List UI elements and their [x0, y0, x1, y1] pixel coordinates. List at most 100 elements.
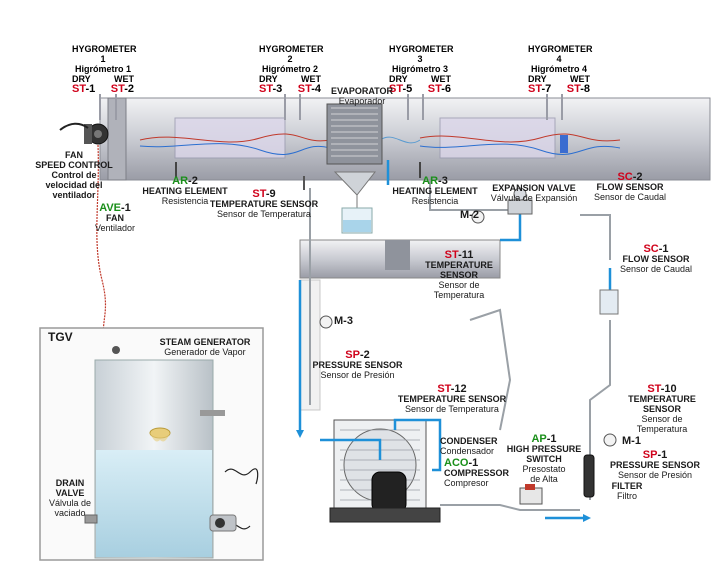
steam-line-1: STEAM GENERATOR: [159, 337, 251, 347]
hygrometer-title: HYGROMETER 2: [259, 44, 324, 64]
compressor-line-2: Compresor: [444, 478, 489, 488]
hygrometer-subtitle: Higrómetro 1: [74, 64, 131, 74]
st10-line-3: Sensor de: [641, 414, 683, 424]
tag-number: -11: [458, 249, 474, 261]
ap1-line-3: Presostato: [522, 464, 566, 474]
sc-2-label: SC-2 FLOW SENSOR Sensor de Caudal: [585, 172, 675, 203]
tag-number: -10: [660, 383, 677, 395]
tag-prefix: AP: [531, 433, 547, 445]
wet-label: WET: [431, 74, 451, 84]
st-12-label: ST-12 TEMPERATURE SENSOR Sensor de Tempe…: [392, 383, 512, 415]
tag-number: -1: [657, 449, 668, 461]
st11-line-3: Sensor de: [438, 280, 480, 290]
drain-line-1: DRAIN: [55, 478, 85, 488]
sp2-line-1: PRESSURE SENSOR: [312, 360, 403, 370]
st11-line-4: Temperatura: [433, 290, 485, 300]
condenser-label: CONDENSER Condensador: [440, 436, 498, 456]
st10-line-1: TEMPERATURE: [628, 394, 696, 404]
st11-line-2: SENSOR: [439, 270, 478, 280]
sp1-line-2: Sensor de Presión: [617, 470, 693, 480]
m-2-label: M-2: [460, 209, 479, 221]
tag-prefix: SC: [643, 243, 659, 255]
fan-line-1: FAN: [106, 213, 124, 223]
tag-number: -1: [658, 243, 669, 255]
sc-1-label: SC-1 FLOW SENSOR Sensor de Caudal: [614, 243, 698, 275]
wet-label: WET: [301, 74, 321, 84]
tag-prefix: ST: [427, 83, 442, 95]
tag-prefix: ST: [437, 383, 451, 395]
fan-control-line-3: Control de: [51, 170, 97, 180]
sc2-line-1: FLOW SENSOR: [596, 182, 664, 192]
sp-1-label: SP-1 PRESSURE SENSOR Sensor de Presión: [600, 449, 710, 481]
compressor-line-1: COMPRESSOR: [444, 468, 510, 478]
fan-line-2: Ventilador: [94, 223, 136, 233]
evaporator-subtitle: Evaporador: [338, 96, 386, 106]
st10-line-2: SENSOR: [642, 404, 681, 414]
tag-prefix: ST: [297, 83, 312, 95]
hygrometer-title: HYGROMETER 3: [389, 44, 454, 64]
hygrometer-subtitle: Higrómetro 3: [391, 64, 448, 74]
st12-line-2: Sensor de Temperatura: [405, 404, 499, 414]
compressor-label: ACO-1 COMPRESSOR Compresor: [444, 457, 510, 489]
st-9-label: ST-9 TEMPERATURE SENSOR Sensor de Temper…: [204, 188, 324, 220]
tag-prefix: SP: [642, 449, 658, 461]
st-11-label: ST-11 TEMPERATURE SENSOR Sensor de Tempe…: [424, 249, 494, 301]
evaporator-title: EVAPORATOR: [330, 86, 393, 96]
dry-label: DRY: [528, 74, 547, 84]
tag-prefix: ST: [566, 83, 581, 95]
tag-prefix: AVE: [99, 202, 122, 214]
fan-control-line-1: FAN: [65, 150, 83, 160]
ap1-line-1: HIGH PRESSURE: [506, 444, 582, 454]
dry-label: DRY: [259, 74, 278, 84]
drain-line-4: vaciado: [54, 508, 86, 518]
tag-prefix: ST: [110, 83, 125, 95]
dry-label: DRY: [72, 74, 91, 84]
hygrometer-title: HYGROMETER 4: [528, 44, 593, 64]
condenser-line-2: Condensador: [440, 446, 495, 456]
ap-1-label: AP-1 HIGH PRESSURE SWITCH Presostato de …: [504, 433, 584, 485]
tag-number: -1: [121, 202, 131, 214]
st11-line-1: TEMPERATURE: [425, 260, 493, 270]
st-10-label: ST-10 TEMPERATURE SENSOR Sensor de Tempe…: [622, 383, 702, 435]
expansion-valve-label: EXPANSION VALVE Válvula de Expansión: [484, 183, 584, 203]
fan-control-line-2: SPEED CONTROL: [35, 160, 113, 170]
tag-number: -1: [546, 433, 557, 445]
tag-number: -2: [124, 83, 134, 95]
tag-prefix: ST: [389, 83, 403, 95]
ap1-line-4: de Alta: [530, 474, 558, 484]
filter-line-2: Filtro: [617, 491, 637, 501]
st9-line-2: Sensor de Temperatura: [217, 209, 311, 219]
tag-prefix: AR: [172, 175, 189, 187]
drain-line-3: Válvula de: [48, 498, 92, 508]
sc1-line-1: FLOW SENSOR: [622, 254, 690, 264]
tag-prefix: ST: [647, 383, 661, 395]
tag-prefix: ST: [252, 188, 266, 200]
tag-number: -9: [265, 188, 276, 200]
tag-prefix: ST: [444, 249, 459, 261]
m-1-label: M-1: [622, 435, 641, 447]
tgv-title: TGV: [48, 330, 73, 344]
st12-line-1: TEMPERATURE SENSOR: [397, 394, 507, 404]
evaporator-label: EVAPORATOR Evaporador: [327, 86, 397, 106]
tag-number: -1: [468, 457, 479, 469]
sp-2-label: SP-2 PRESSURE SENSOR Sensor de Presión: [300, 349, 415, 381]
tag-prefix: AR: [422, 175, 439, 187]
drain-valve-label: DRAIN VALVE Válvula de vaciado: [46, 478, 94, 518]
tag-prefix: ACO: [444, 457, 469, 469]
tag-number: -7: [541, 83, 552, 95]
st9-line-1: TEMPERATURE SENSOR: [209, 199, 319, 209]
hygrometer-subtitle: Higrómetro 2: [261, 64, 318, 74]
tag-number: -2: [359, 349, 370, 361]
st10-line-4: Temperatura: [636, 424, 688, 434]
expansion-line-1: EXPANSION VALVE: [492, 183, 576, 193]
condenser-line-1: CONDENSER: [440, 436, 498, 446]
hygrometer-title: HYGROMETER 1: [72, 44, 137, 64]
sp1-line-1: PRESSURE SENSOR: [609, 460, 701, 470]
m-3-label: M-3: [334, 315, 353, 327]
heating-element-1-label: AR-2 HEATING ELEMENT Resistencia: [140, 175, 230, 207]
tag-number: -2: [188, 175, 198, 187]
